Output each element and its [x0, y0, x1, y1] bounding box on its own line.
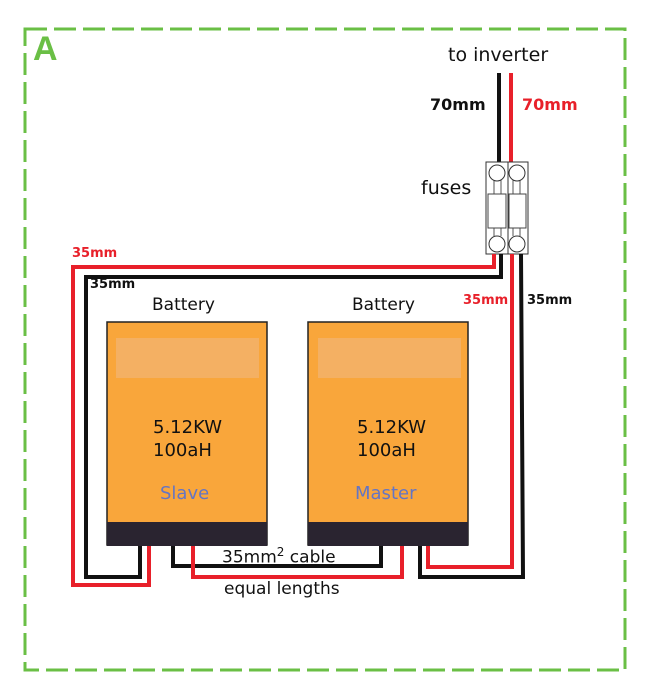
master-negative-wire [418, 253, 526, 579]
cable-size: 35mm [222, 547, 277, 568]
battery-slave-specs: 5.12KW 100aH [153, 416, 222, 462]
battery-slave [106, 321, 268, 546]
battery-master-highlight [318, 338, 461, 378]
battery-slave-highlight [116, 338, 259, 378]
inverter-label: to inverter [448, 44, 549, 66]
slave-negative-wire [84, 254, 503, 579]
slave-positive-wire [71, 254, 496, 587]
equal-lengths-note: equal lengths [224, 579, 340, 599]
battery-slave-power: 5.12KW [153, 417, 223, 438]
interconnect-cable-label: 35mm2 cable [222, 545, 336, 568]
panel-letter: A [33, 30, 58, 68]
battery-master-specs: 5.12KW 100aH [357, 416, 426, 462]
battery-slave-title: Battery [152, 295, 215, 315]
master-positive-wire-label: 35mm [463, 293, 509, 308]
master-positive-wire [426, 254, 514, 569]
master-negative-wire-label: 35mm [527, 293, 573, 308]
interconnect-negative-cable [171, 546, 383, 568]
battery-slave-role: Slave [160, 483, 210, 504]
slave-negative-wire-label: 35mm [90, 277, 136, 292]
inverter-negative-wire-label: 70mm [430, 95, 486, 114]
battery-master-title: Battery [352, 295, 415, 315]
battery-master-power: 5.12KW [357, 417, 427, 438]
slave-positive-wire-label: 35mm [72, 246, 118, 261]
battery-master-base [308, 522, 468, 546]
interconnect-positive-cable [191, 546, 404, 579]
battery-master [307, 321, 469, 546]
battery-master-capacity: 100aH [357, 440, 416, 461]
fuse-positive [507, 161, 529, 255]
fuse-negative [485, 161, 509, 255]
battery-slave-capacity: 100aH [153, 440, 212, 461]
battery-slave-base [107, 522, 267, 546]
panel-border [23, 27, 627, 672]
cable-suffix: cable [284, 547, 336, 568]
battery-master-role: Master [355, 483, 417, 504]
cable-size-superscript: 2 [276, 545, 285, 559]
fuses-label: fuses [421, 177, 472, 199]
inverter-positive-wire-label: 70mm [522, 95, 578, 114]
